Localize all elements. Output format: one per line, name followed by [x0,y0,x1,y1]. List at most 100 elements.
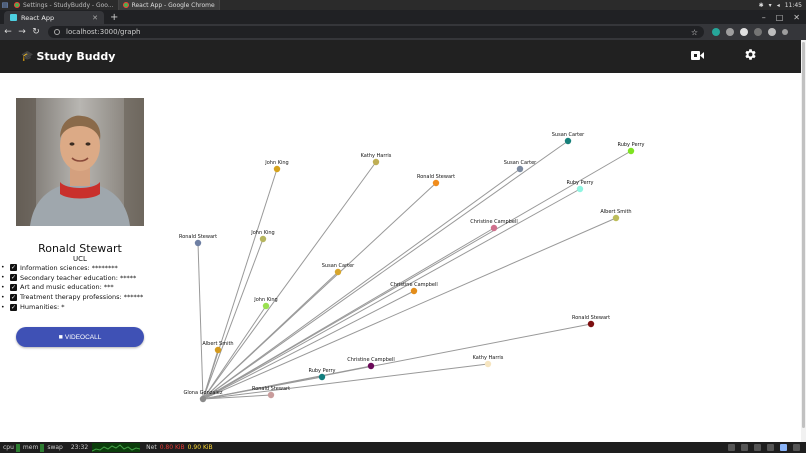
graph-node[interactable]: Kathy Harris [361,153,392,166]
graph-node-circle[interactable] [372,158,380,166]
video-camera-icon[interactable] [691,49,704,64]
bluetooth-icon[interactable]: ✱ [758,1,764,9]
graph-node[interactable]: Albert Smith [202,341,234,354]
site-info-icon[interactable] [54,29,60,35]
cpu-label: cpu [3,444,14,451]
graph-node-circle[interactable] [410,287,418,295]
taskbar-app-icon[interactable] [767,444,774,451]
graph-node[interactable]: Kathy Harris [473,355,504,368]
reload-icon[interactable]: ↻ [32,27,40,37]
graph-node-circle[interactable] [367,362,375,370]
graph-node-circle[interactable] [318,373,326,381]
profile-name: Ronald Stewart [38,242,122,255]
checkbox-checked-icon[interactable]: ✓ [10,283,17,291]
graph-node-label: John King [250,230,274,236]
extension-icon[interactable] [740,28,748,36]
graph-node[interactable]: Christine Campbell [390,282,438,295]
graph-node-circle[interactable] [194,239,202,247]
graph-node-circle[interactable] [516,165,524,173]
extension-icon[interactable] [726,28,734,36]
graph-node[interactable]: Ruby Perry [566,180,594,193]
graph-node[interactable]: Ronald Stewart [252,386,290,399]
graph-node[interactable]: Ruby Perry [308,368,336,381]
graph-node-label: Ronald Stewart [179,234,217,240]
scrollbar-thumb[interactable] [802,42,805,428]
extension-icon[interactable] [768,28,776,36]
net-down-rate: 0.80 KiB [159,444,185,451]
graph-node-circle[interactable] [564,137,572,145]
graph-center-node[interactable]: Glona Gonzalez [183,390,223,403]
gear-icon[interactable] [744,48,757,65]
graph-node[interactable]: John King [264,160,289,173]
interest-item: •✓Treatment therapy professions: ****** [0,292,160,302]
close-tab-icon[interactable]: ✕ [92,13,98,22]
graph-node-circle[interactable] [490,224,498,232]
taskbar-app-icon[interactable] [741,444,748,451]
graph-node-circle[interactable] [262,302,270,310]
graph-node-circle[interactable] [273,165,281,173]
graph-node[interactable]: Ronald Stewart [572,315,610,328]
maximize-icon[interactable]: □ [775,13,784,22]
graph-node-circle[interactable] [484,360,492,368]
os-window-tab-settings[interactable]: Settings - StudyBuddy - Goo... [10,0,119,10]
checkbox-checked-icon[interactable]: ✓ [10,274,17,282]
extension-icon[interactable] [712,28,720,36]
graph-node[interactable]: Albert Smith [600,209,632,222]
checkbox-checked-icon[interactable]: ✓ [10,264,17,272]
graph-node-label: Ronald Stewart [417,174,455,180]
graph-node-circle[interactable] [259,235,267,243]
graph-node[interactable]: Susan Carter [504,160,537,173]
close-window-icon[interactable]: ✕ [793,13,800,22]
mem-meter [40,443,45,452]
new-tab-button[interactable]: + [110,12,119,23]
graph-edge [202,290,415,400]
extension-icon[interactable] [754,28,762,36]
address-bar[interactable]: localhost:3000/graph ☆ [48,26,704,38]
wifi-icon[interactable]: ▾ [768,1,772,9]
browser-tab-react-app[interactable]: React App ✕ [4,11,104,24]
interest-label: Secondary teacher education: ***** [20,273,137,282]
brand-title: Study Buddy [36,50,116,63]
taskbar-app-icon[interactable] [793,444,800,451]
minimize-icon[interactable]: – [761,13,766,22]
os-menu-icon[interactable]: ▤ [1,1,9,9]
graph-node-circle[interactable] [334,268,342,276]
interest-label: Information sciences: ******** [20,263,118,272]
graph-node-circle[interactable] [267,391,275,399]
os-window-tab-react[interactable]: React App - Google Chrome [118,0,220,10]
graph-node-circle[interactable] [432,179,440,187]
graph-node-circle[interactable] [576,185,584,193]
bookmark-star-icon[interactable]: ☆ [690,27,698,37]
back-arrow-icon[interactable]: ← [4,27,12,37]
brand[interactable]: 🎓 Study Buddy [21,50,115,63]
forward-arrow-icon[interactable]: → [18,27,26,37]
graph-node[interactable]: Christine Campbell [470,219,518,232]
os-window-tab-label: React App - Google Chrome [131,1,215,9]
videocall-button[interactable]: ■ VIDEOCALL [16,327,144,347]
graph-node-circle[interactable] [627,147,635,155]
volume-icon[interactable]: ◂ [776,1,780,9]
graph-node[interactable]: John King [250,230,275,243]
graph-node[interactable]: Susan Carter [552,132,585,145]
checkbox-checked-icon[interactable]: ✓ [10,293,17,301]
graph-node-circle[interactable] [199,395,207,403]
page-scrollbar[interactable] [801,40,806,442]
graph-node[interactable]: Ruby Perry [617,142,645,155]
graph-node[interactable]: Christine Campbell [347,357,395,370]
graph-node-circle[interactable] [612,214,620,222]
graph-node-circle[interactable] [214,346,222,354]
graph-edge [202,271,339,400]
graph-node[interactable]: Susan Carter [322,263,355,276]
graph-node-circle[interactable] [587,320,595,328]
graph-node[interactable]: Ronald Stewart [179,234,217,247]
taskbar-app-icon[interactable] [728,444,735,451]
taskbar-app-icon[interactable] [780,444,787,451]
graph-node[interactable]: John King [253,297,278,310]
graph-node[interactable]: Ronald Stewart [417,174,455,187]
taskbar-app-icon[interactable] [754,444,761,451]
taskbar-apps [728,444,806,451]
checkbox-checked-icon[interactable]: ✓ [10,303,17,311]
graph-node-label: Susan Carter [504,160,537,166]
chrome-menu-icon[interactable] [782,29,788,35]
